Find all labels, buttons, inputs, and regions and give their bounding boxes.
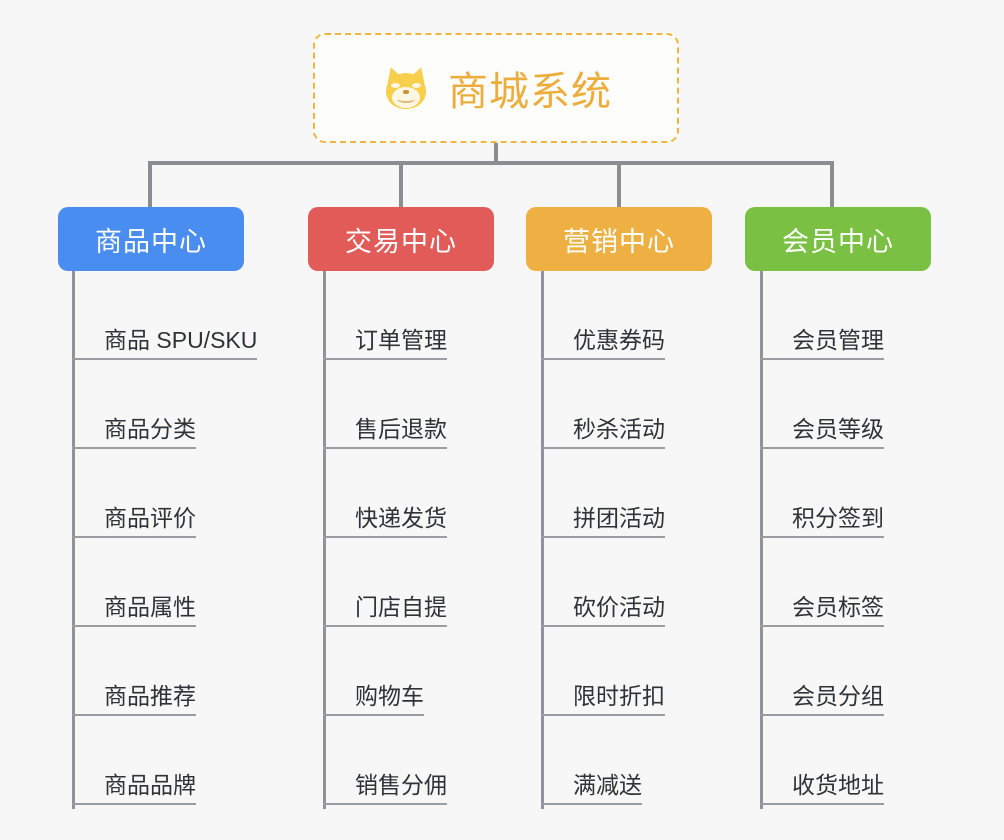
root-title: 商城系统 <box>448 70 612 114</box>
leaf-label: 商品属性 <box>104 594 196 621</box>
leaf-item[interactable]: 会员标签 <box>760 538 884 627</box>
leaf-underline <box>541 625 665 627</box>
leaf-underline <box>323 625 447 627</box>
branch-label-0: 商品中心 <box>95 226 207 257</box>
leaf-trunk-3 <box>760 271 763 809</box>
leaf-label: 满减送 <box>573 772 642 799</box>
leaf-underline <box>541 447 665 449</box>
connector-horizontal-bar <box>148 161 834 165</box>
leaf-underline <box>541 536 665 538</box>
leaf-item[interactable]: 收货地址 <box>760 716 884 805</box>
leaf-label: 积分签到 <box>792 505 884 532</box>
leaf-label: 拼团活动 <box>573 505 665 532</box>
leaf-underline <box>72 536 196 538</box>
leaf-trunk-1 <box>323 271 326 809</box>
leaf-item[interactable]: 砍价活动 <box>541 538 665 627</box>
leaf-item[interactable]: 会员等级 <box>760 360 884 449</box>
leaf-label: 销售分佣 <box>355 772 447 799</box>
leaf-trunk-2 <box>541 271 544 809</box>
leaf-underline <box>541 714 665 716</box>
leaf-underline <box>72 358 258 360</box>
leaf-item[interactable]: 会员管理 <box>760 271 884 360</box>
leaf-label: 购物车 <box>355 683 424 710</box>
connector-drop-2 <box>399 161 403 207</box>
connector-drop-1 <box>148 161 152 207</box>
leaf-underline <box>760 536 884 538</box>
leaf-underline <box>72 447 196 449</box>
leaf-item[interactable]: 订单管理 <box>323 271 447 360</box>
leaf-underline <box>323 358 447 360</box>
leaf-item[interactable]: 商品评价 <box>72 449 196 538</box>
leaf-item[interactable]: 门店自提 <box>323 538 447 627</box>
leaf-label: 售后退款 <box>355 416 447 443</box>
leaf-item[interactable]: 限时折扣 <box>541 627 665 716</box>
leaf-label: 砍价活动 <box>573 594 665 621</box>
leaf-underline <box>541 803 642 805</box>
leaf-label: 商品评价 <box>104 505 196 532</box>
leaf-label: 门店自提 <box>355 594 447 621</box>
leaf-underline <box>760 447 884 449</box>
leaf-underline <box>541 358 665 360</box>
shiba-face-icon <box>380 62 432 114</box>
leaf-item[interactable]: 购物车 <box>323 627 424 716</box>
leaf-item[interactable]: 商品推荐 <box>72 627 196 716</box>
leaf-underline <box>760 714 884 716</box>
leaf-label: 限时折扣 <box>573 683 665 710</box>
leaf-underline <box>760 803 884 805</box>
leaf-item[interactable]: 快递发货 <box>323 449 447 538</box>
leaf-label: 秒杀活动 <box>573 416 665 443</box>
leaf-label: 商品 SPU/SKU <box>104 327 258 354</box>
leaf-underline <box>323 714 424 716</box>
connector-drop-4 <box>830 161 834 207</box>
leaf-item[interactable]: 商品 SPU/SKU <box>72 271 258 360</box>
leaf-item[interactable]: 秒杀活动 <box>541 360 665 449</box>
leaf-trunk-0 <box>72 271 75 809</box>
connector-drop-3 <box>617 161 621 207</box>
leaf-item[interactable]: 拼团活动 <box>541 449 665 538</box>
leaf-label: 优惠券码 <box>573 327 665 354</box>
leaf-item[interactable]: 优惠券码 <box>541 271 665 360</box>
leaf-item[interactable]: 商品属性 <box>72 538 196 627</box>
leaf-item[interactable]: 销售分佣 <box>323 716 447 805</box>
branch-node-3[interactable]: 会员中心 <box>745 207 931 271</box>
leaf-item[interactable]: 积分签到 <box>760 449 884 538</box>
leaf-underline <box>323 536 447 538</box>
leaf-label: 会员分组 <box>792 683 884 710</box>
leaf-label: 商品品牌 <box>104 772 196 799</box>
branch-node-2[interactable]: 营销中心 <box>526 207 712 271</box>
leaf-label: 商品分类 <box>104 416 196 443</box>
branch-label-1: 交易中心 <box>345 226 457 257</box>
branch-label-2: 营销中心 <box>563 226 675 257</box>
leaf-label: 订单管理 <box>355 327 447 354</box>
leaf-label: 会员标签 <box>792 594 884 621</box>
branch-label-3: 会员中心 <box>782 226 894 257</box>
leaf-underline <box>323 447 447 449</box>
leaf-item[interactable]: 商品品牌 <box>72 716 196 805</box>
leaf-item[interactable]: 满减送 <box>541 716 642 805</box>
leaf-label: 会员等级 <box>792 416 884 443</box>
leaf-label: 快递发货 <box>355 505 447 532</box>
leaf-underline <box>72 625 196 627</box>
leaf-item[interactable]: 售后退款 <box>323 360 447 449</box>
leaf-label: 会员管理 <box>792 327 884 354</box>
leaf-underline <box>323 803 447 805</box>
branch-node-1[interactable]: 交易中心 <box>308 207 494 271</box>
connector-root-vertical <box>494 143 498 164</box>
leaf-item[interactable]: 会员分组 <box>760 627 884 716</box>
branch-node-0[interactable]: 商品中心 <box>58 207 244 271</box>
leaf-underline <box>760 358 884 360</box>
leaf-underline <box>72 803 196 805</box>
leaf-label: 商品推荐 <box>104 683 196 710</box>
root-node[interactable]: 商城系统 <box>313 33 679 143</box>
leaf-item[interactable]: 商品分类 <box>72 360 196 449</box>
leaf-label: 收货地址 <box>792 772 884 799</box>
leaf-underline <box>72 714 196 716</box>
leaf-underline <box>760 625 884 627</box>
